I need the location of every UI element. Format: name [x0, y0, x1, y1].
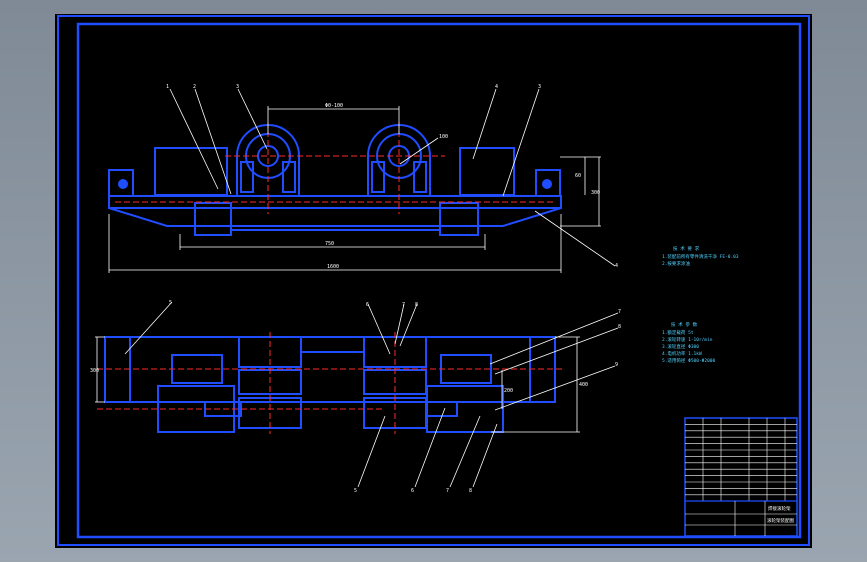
base-beam-top [108, 195, 562, 209]
svg-text:300: 300 [591, 190, 600, 196]
svg-text:技 术 参 数: 技 术 参 数 [671, 321, 698, 328]
svg-text:1.装配前所有零件清洗干净 FE-0.03: 1.装配前所有零件清洗干净 FE-0.03 [662, 253, 739, 260]
svg-text:焊接滚轮架: 焊接滚轮架 [768, 505, 791, 512]
front-labels: 1 2 3 4 3 100 4 Φ0-100 750 1600 60 300 [166, 84, 618, 270]
end-block-left [108, 169, 134, 197]
svg-text:滚轮架装配图: 滚轮架装配图 [767, 517, 794, 524]
title-block-text: 焊接滚轮架 滚轮架装配图 [767, 505, 794, 524]
svg-text:5: 5 [354, 488, 357, 494]
gearbox-right [459, 147, 515, 196]
svg-text:5: 5 [169, 300, 172, 306]
outer-frame [57, 15, 810, 546]
plan-view [104, 336, 556, 433]
plan-centerlines [97, 332, 565, 434]
svg-text:6: 6 [366, 302, 369, 308]
svg-text:技 术 要 求: 技 术 要 求 [673, 245, 700, 252]
plan-dimensions [95, 301, 619, 488]
svg-text:4: 4 [615, 263, 618, 269]
svg-text:4.电机功率 1.1kW: 4.电机功率 1.1kW [662, 350, 702, 357]
coupling-right [426, 401, 458, 417]
svg-text:3: 3 [236, 84, 239, 90]
title-block [684, 417, 798, 537]
svg-text:60: 60 [575, 173, 581, 179]
svg-text:750: 750 [325, 241, 334, 247]
svg-text:7: 7 [446, 488, 449, 494]
svg-text:2: 2 [193, 84, 196, 90]
svg-text:3.滚轮直径 Φ300: 3.滚轮直径 Φ300 [662, 343, 699, 350]
base-beam-lower [108, 207, 562, 227]
tech-notes-block-1: 技 术 要 求 1.装配前所有零件清洗干净 FE-0.03 2.按要求涂油 [662, 245, 739, 267]
svg-text:Φ0-100: Φ0-100 [325, 103, 343, 109]
front-centerlines [115, 122, 555, 214]
front-view [108, 124, 562, 236]
beam-stiffener-right [439, 202, 479, 236]
svg-text:2.按要求涂油: 2.按要求涂油 [662, 260, 690, 267]
svg-text:9: 9 [615, 362, 618, 368]
svg-text:100: 100 [439, 134, 448, 140]
svg-text:6: 6 [411, 488, 414, 494]
front-dimensions [108, 88, 616, 273]
plan-labels: 5 6 7 8 7 8 9 5 6 7 8 300 400 200 [90, 300, 621, 494]
end-block-right [535, 169, 561, 197]
svg-text:200: 200 [504, 388, 513, 394]
svg-text:8: 8 [618, 324, 621, 330]
svg-text:5.适用筒径 Φ500-Φ2000: 5.适用筒径 Φ500-Φ2000 [662, 357, 716, 364]
svg-text:8: 8 [469, 488, 472, 494]
svg-text:1: 1 [166, 84, 169, 90]
svg-text:7: 7 [618, 309, 621, 315]
svg-text:1600: 1600 [327, 264, 339, 270]
drawing-sheet: 1 2 3 4 3 100 4 Φ0-100 750 1600 60 300 [57, 15, 810, 546]
svg-text:7: 7 [402, 302, 405, 308]
svg-text:400: 400 [579, 382, 588, 388]
svg-text:300: 300 [90, 368, 99, 374]
cad-viewport[interactable]: 1 2 3 4 3 100 4 Φ0-100 750 1600 60 300 [55, 14, 812, 548]
svg-text:1.额定载荷 5t: 1.额定载荷 5t [662, 329, 694, 336]
gearbox-left [154, 147, 228, 196]
inner-frame [76, 22, 802, 539]
tech-notes-block-2: 技 术 参 数 1.额定载荷 5t 2.滚轮转速 1-10r/min 3.滚轮直… [662, 321, 716, 364]
beam-stiffener-left [194, 202, 232, 236]
svg-text:4: 4 [495, 84, 498, 90]
svg-text:2.滚轮转速 1-10r/min: 2.滚轮转速 1-10r/min [662, 336, 713, 343]
svg-text:3: 3 [538, 84, 541, 90]
svg-text:8: 8 [415, 302, 418, 308]
